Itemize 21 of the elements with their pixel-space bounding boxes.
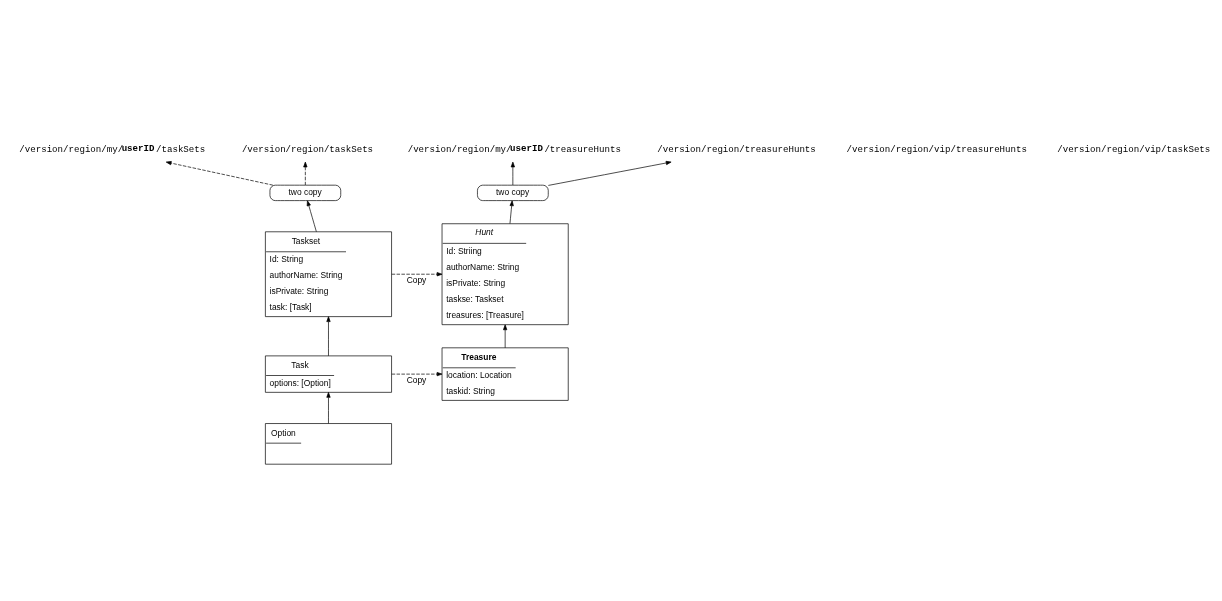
node-text: /version/region/taskSets	[241, 143, 374, 155]
arrow	[509, 200, 514, 224]
node-box: two copy	[477, 184, 549, 201]
node-text: /version/region/my/userID/taskSets	[19, 143, 206, 155]
edge-label: Copy	[406, 374, 427, 385]
node-text: /version/region/my/userID/treasureHunts	[407, 143, 621, 155]
arrow	[165, 161, 274, 186]
node-text: /version/region/treasureHunts	[657, 143, 816, 155]
arrow	[391, 372, 443, 377]
arrow	[306, 200, 317, 233]
arrow	[548, 160, 672, 186]
label: /version/region/vip/treasureHunts	[846, 143, 1027, 155]
label: /version/region/vip/taskSets	[1057, 143, 1211, 155]
arrow	[303, 161, 308, 186]
arrow	[510, 161, 515, 186]
arrow	[326, 316, 331, 357]
arrow	[503, 324, 508, 349]
arrow	[326, 392, 331, 424]
arrow	[391, 272, 443, 277]
edge-label: Copy	[406, 275, 427, 286]
node-box: two copy	[269, 184, 342, 201]
